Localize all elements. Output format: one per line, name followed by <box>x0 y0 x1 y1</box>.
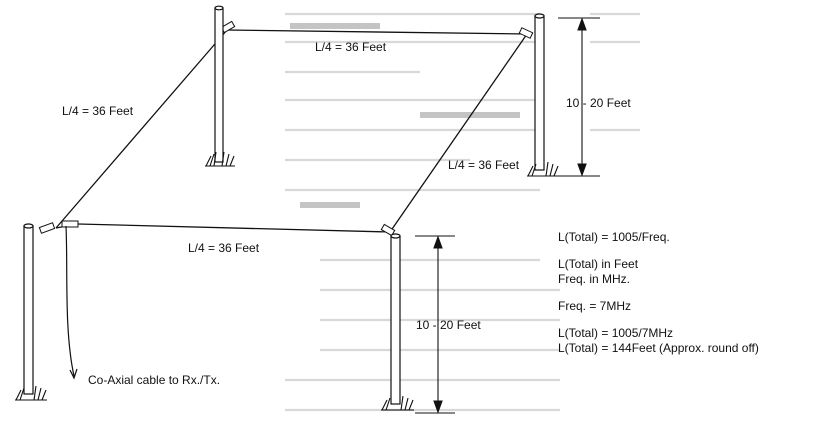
formula-line: L(Total) = 1005/7MHz <box>558 326 674 340</box>
pole-back-right <box>534 15 545 171</box>
coax-cable <box>65 225 78 380</box>
formula-line: Freq. in MHz. <box>558 272 631 286</box>
height-arrow-right <box>558 17 600 177</box>
formula-line: Freq. = 7MHz <box>558 299 632 313</box>
height-arrow-front <box>415 235 455 414</box>
poles <box>23 7 545 405</box>
formula-block: L(Total) = 1005/Freq. L(Total) in Feet F… <box>558 230 759 356</box>
pole-front-right <box>390 235 401 405</box>
label-height-right: 10 - 20 Feet <box>566 96 631 110</box>
pole-caps <box>23 5 545 239</box>
insulators <box>38 20 534 237</box>
pole-back-left <box>214 7 224 163</box>
background-texture-dark <box>290 23 520 208</box>
formula-line: L(Total) = 144Feet (Approx. round off) <box>558 341 759 355</box>
label-side-right: L/4 = 36 Feet <box>448 158 520 172</box>
pole-front-left <box>23 225 34 395</box>
label-side-top: L/4 = 36 Feet <box>315 40 387 54</box>
grass-tufts <box>15 151 559 411</box>
formula-line: L(Total) = 1005/Freq. <box>558 230 670 244</box>
label-side-left: L/4 = 36 Feet <box>62 104 134 118</box>
formula-line: L(Total) in Feet <box>558 257 639 271</box>
label-side-bottom: L/4 = 36 Feet <box>188 241 260 255</box>
label-coax: Co-Axial cable to Rx./Tx. <box>88 373 221 387</box>
antenna-loop-wire <box>55 29 528 233</box>
label-height-front: 10 - 20 Feet <box>416 318 481 332</box>
background-texture <box>285 12 640 412</box>
